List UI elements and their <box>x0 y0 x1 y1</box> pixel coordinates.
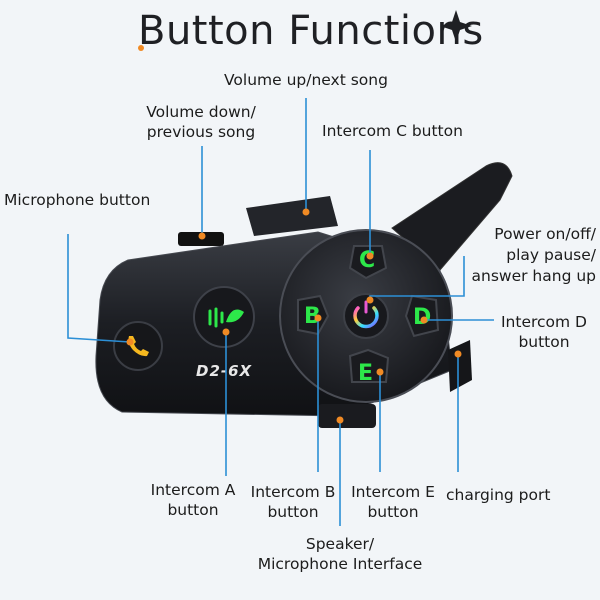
label-power: Power on/off/ play pause/ answer hang up <box>471 225 596 285</box>
dot-intercom-e <box>376 368 384 376</box>
label-intercom-c: Intercom C button <box>322 122 463 140</box>
dot-charging <box>454 350 462 358</box>
intercom-e-letter: E <box>358 361 373 386</box>
intercom-a-icon <box>208 307 224 328</box>
dot-intercom-d <box>420 316 428 324</box>
label-intercom-a: Intercom A button <box>150 481 236 519</box>
label-volume-up: Volume up/next song <box>224 71 388 89</box>
intercom-b-button <box>297 294 330 336</box>
dot-volume-down <box>198 232 206 240</box>
label-volume-down: Volume down/ previous song <box>146 103 256 141</box>
dot-microphone <box>126 338 134 346</box>
dot-power <box>366 296 374 304</box>
dot-volume-up <box>302 208 310 216</box>
intercom-a-button <box>193 286 255 348</box>
power-icon <box>353 306 379 329</box>
charging-port-housing <box>448 340 472 392</box>
dot-intercom-a <box>222 328 230 336</box>
label-charging-port: charging port <box>446 486 551 504</box>
brand-model: D2-6X <box>196 362 253 380</box>
label-intercom-e: Intercom E button <box>351 483 435 521</box>
phone-icon <box>128 336 149 357</box>
antenna <box>391 162 513 271</box>
label-microphone: Microphone button <box>4 191 151 209</box>
dot-intercom-b <box>314 314 322 322</box>
label-speaker: Speaker/ Microphone Interface <box>257 535 423 573</box>
page-title: Button Functions <box>138 8 484 54</box>
dot-title <box>138 45 144 51</box>
intercom-b-letter: B <box>304 304 321 329</box>
label-intercom-b: Intercom B button <box>250 483 336 521</box>
leader-microphone <box>67 234 131 343</box>
speaker-interface <box>318 404 376 428</box>
label-intercom-d: Intercom D button <box>500 313 587 351</box>
microphone-button <box>113 321 163 371</box>
power-button <box>343 293 389 339</box>
dot-speaker <box>336 416 344 424</box>
intercom-d-button <box>404 294 440 338</box>
leader-power <box>369 256 465 300</box>
dot-intercom-c <box>366 252 374 260</box>
intercom-c-button <box>348 245 388 280</box>
